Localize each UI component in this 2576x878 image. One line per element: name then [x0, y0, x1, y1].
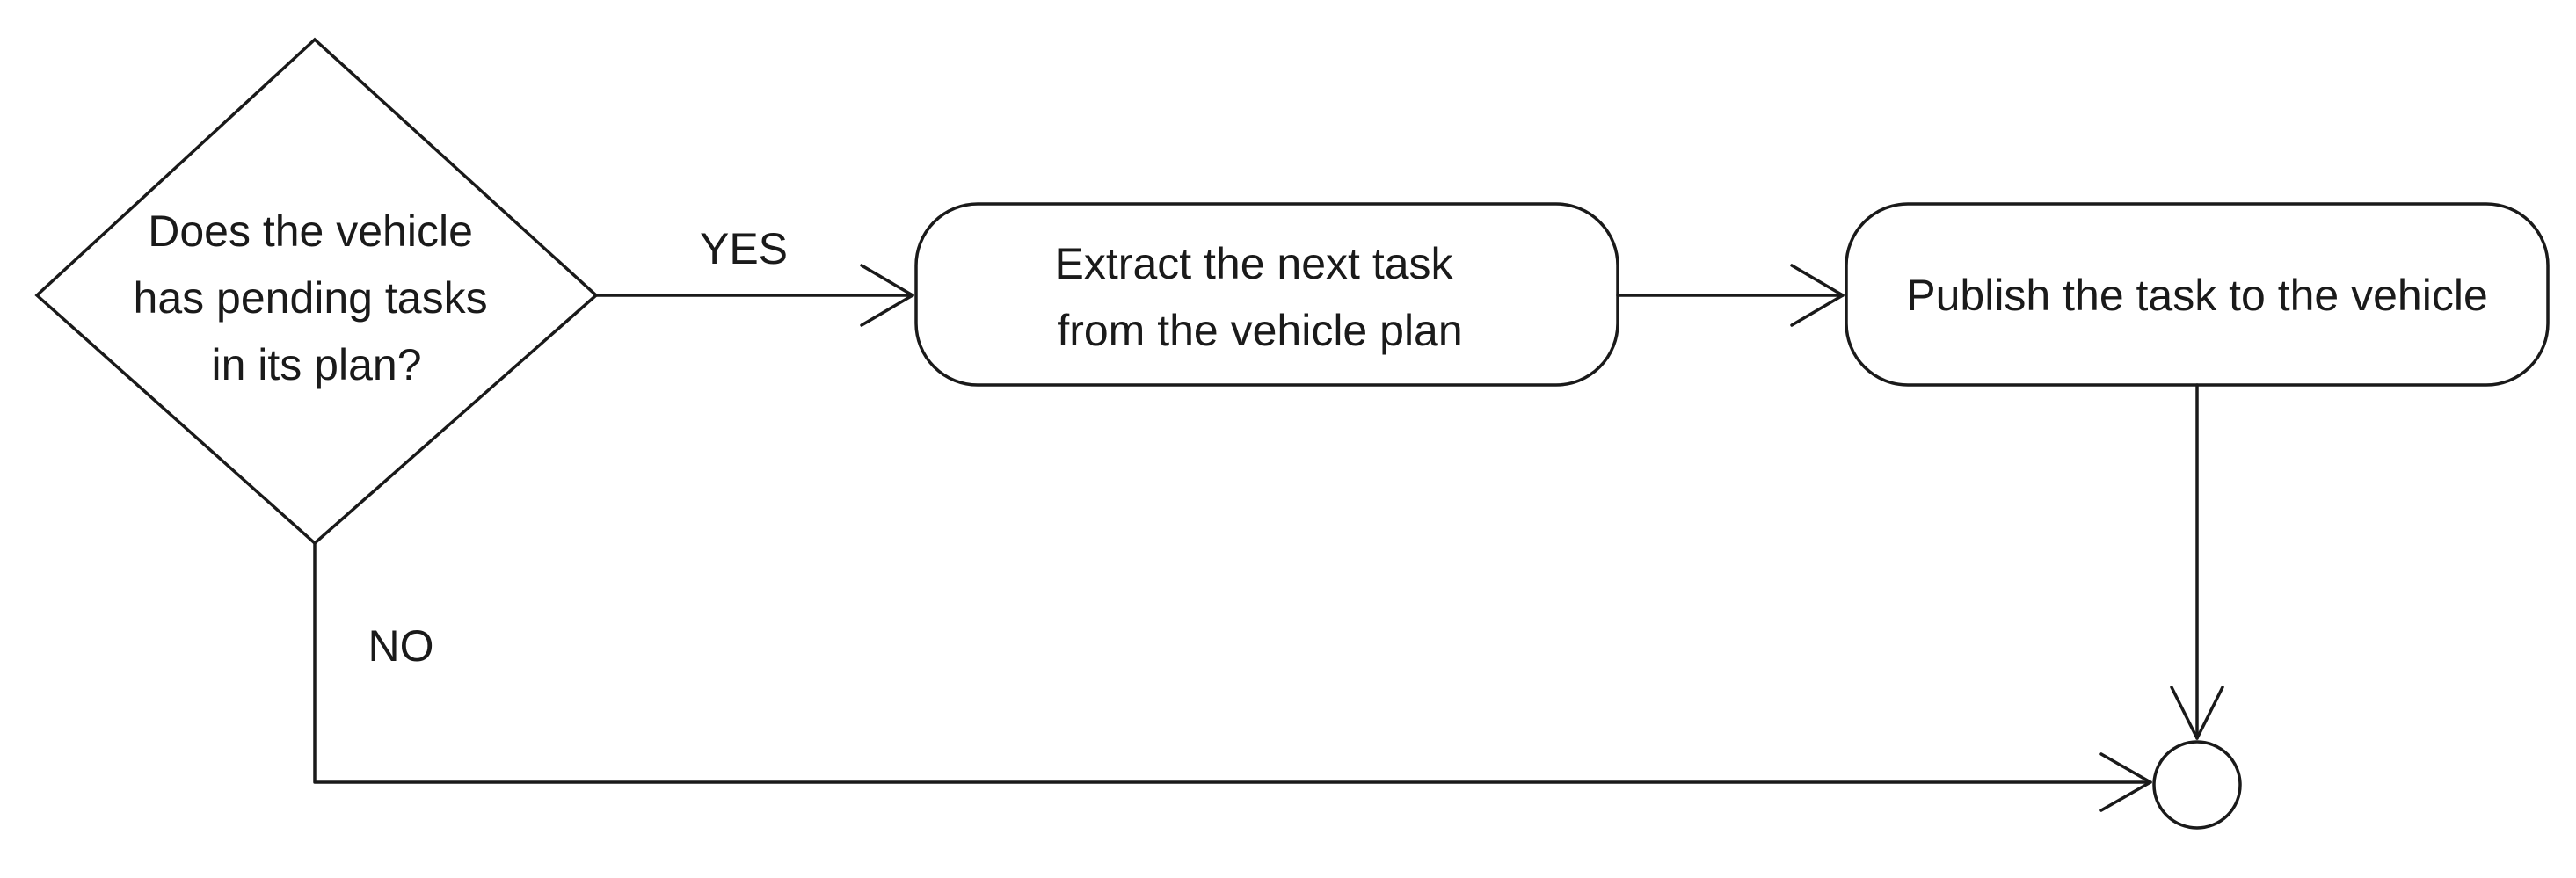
edge-yes: YES [594, 224, 914, 327]
edge-no-line [313, 541, 2152, 784]
edge-yes-label: YES [700, 224, 788, 273]
edge-extract-to-publish-arrowhead [1790, 264, 1845, 327]
publish-task-text: Publish the task to the vehicle [1906, 271, 2488, 320]
decision-line-1: Does the vehicle [148, 207, 473, 256]
extract-task-box [914, 202, 1619, 387]
publish-task-node: Publish the task to the vehicle [1845, 202, 2550, 387]
extract-task-line-1: Extract the next task [1055, 239, 1454, 288]
edge-no-arrowhead [2099, 752, 2152, 812]
edge-no-label: NO [368, 621, 434, 671]
extract-task-line-2: from the vehicle plan [1057, 306, 1462, 355]
decision-line-2: has pending tasks [134, 273, 488, 323]
decision-text: Does the vehicle has pending tasks in it… [134, 207, 500, 389]
edge-yes-arrowhead [860, 264, 914, 327]
edge-publish-to-final-arrowhead [2170, 686, 2224, 740]
extract-task-node: Extract the next task from the vehicle p… [914, 202, 1619, 387]
decision-line-3: in its plan? [211, 340, 421, 389]
edge-no: NO [313, 541, 2152, 812]
final-node [2152, 740, 2242, 830]
publish-task-line-1: Publish the task to the vehicle [1906, 271, 2488, 320]
edge-publish-to-final [2170, 383, 2224, 740]
extract-task-text: Extract the next task from the vehicle p… [1055, 239, 1466, 355]
edge-extract-to-publish [1616, 264, 1845, 327]
decision-node: Does the vehicle has pending tasks in it… [34, 37, 599, 546]
